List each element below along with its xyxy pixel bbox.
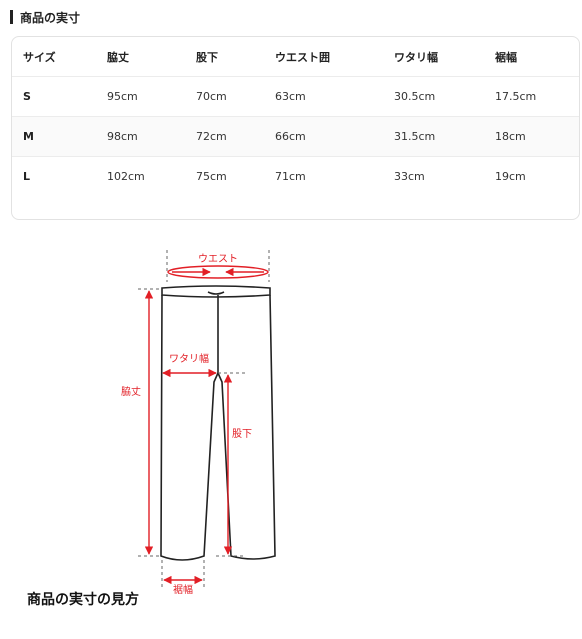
cell-inseam: 72cm xyxy=(196,116,275,157)
section-title: 商品の実寸 xyxy=(20,10,81,25)
cell-size: S xyxy=(23,90,31,103)
cell-outseam: 102cm xyxy=(107,170,145,183)
cell-hem: 18cm xyxy=(495,116,579,157)
header-hem: 裾幅 xyxy=(495,50,517,64)
cell-thigh: 30.5cm xyxy=(394,90,436,103)
cell-waist: 63cm xyxy=(275,90,306,103)
size-table-card: サイズ 脇丈 股下 ウエスト囲 ワタリ幅 裾幅 S 95cm 70cm 63cm… xyxy=(11,36,580,220)
cell-size: L xyxy=(23,170,31,183)
label-hem: 裾幅 xyxy=(173,583,193,596)
pants-outline xyxy=(160,285,276,561)
pants-measurement-diagram: ウエスト ワタリ幅 脇丈 股下 裾幅 xyxy=(121,250,276,596)
cell-thigh: 31.5cm xyxy=(394,116,495,157)
header-thigh: ワタリ幅 xyxy=(394,50,438,64)
cell-waist: 66cm xyxy=(275,116,394,157)
cell-size: M xyxy=(12,116,107,157)
section-heading: 商品の実寸 xyxy=(10,9,80,25)
label-waist: ウエスト xyxy=(198,253,238,265)
header-size: サイズ xyxy=(23,50,56,64)
header-inseam: 股下 xyxy=(196,50,218,64)
cell-outseam: 98cm xyxy=(107,116,196,157)
cell-thigh: 33cm xyxy=(394,170,425,183)
table-row: S 95cm 70cm 63cm 30.5cm 17.5cm xyxy=(12,77,579,117)
table-header-row: サイズ 脇丈 股下 ウエスト囲 ワタリ幅 裾幅 xyxy=(12,37,579,77)
cell-inseam: 70cm xyxy=(196,90,227,103)
label-outseam: 脇丈 xyxy=(121,386,141,398)
header-waist: ウエスト囲 xyxy=(275,50,330,64)
label-thigh: ワタリ幅 xyxy=(169,352,209,365)
table-row: M 98cm 72cm 66cm 31.5cm 18cm xyxy=(12,116,579,157)
guide-lines xyxy=(138,250,270,590)
heading-bar xyxy=(10,10,13,24)
header-outseam: 脇丈 xyxy=(107,50,129,64)
cell-inseam: 75cm xyxy=(196,170,227,183)
cell-waist: 71cm xyxy=(275,170,306,183)
cell-hem: 17.5cm xyxy=(495,90,537,103)
size-table: サイズ 脇丈 股下 ウエスト囲 ワタリ幅 裾幅 S 95cm 70cm 63cm… xyxy=(12,37,579,196)
cell-hem: 19cm xyxy=(495,170,526,183)
table-row: L 102cm 75cm 71cm 33cm 19cm xyxy=(12,157,579,197)
cell-outseam: 95cm xyxy=(107,90,138,103)
label-inseam: 股下 xyxy=(232,428,252,440)
waist-measure xyxy=(167,265,269,279)
diagram-caption: 商品の実寸の見方 xyxy=(27,592,139,608)
